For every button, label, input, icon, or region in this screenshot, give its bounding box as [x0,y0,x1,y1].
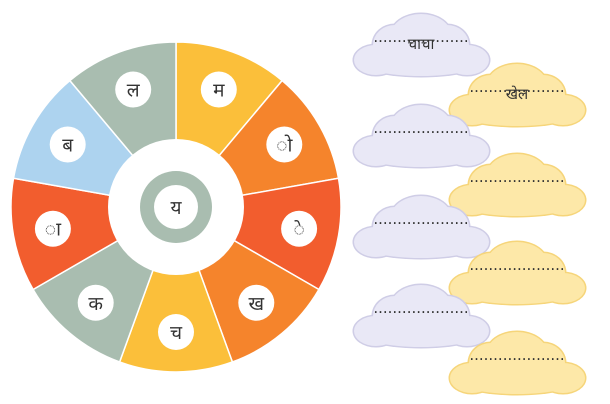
answer-dotted-line: .................... [373,28,468,46]
segment-letter: ख [249,293,265,315]
segment-letter-badge [158,314,194,350]
cloud: .................... [448,240,587,306]
segment-letter-badge [34,210,71,247]
answer-dotted-line: .................... [469,346,564,364]
segment-letter: ब [62,135,74,157]
cloud: .................... [448,330,587,396]
cloud: .................... [448,152,587,218]
cloud: ....................खेल [448,62,587,128]
segment-letter-badge [77,284,114,321]
cloud-word: खेल [506,85,529,103]
answer-dotted-line: .................... [373,119,468,137]
cloud: .................... [352,194,491,260]
cloud-word: चाचा [408,35,436,53]
segment-letter-badge [49,126,86,163]
answer-dotted-line: .................... [469,78,564,96]
cloud: .................... [352,283,491,349]
cloud: ....................चाचा [352,12,491,78]
segment-letter: च [170,322,183,344]
answer-dotted-line: .................... [373,210,468,228]
segment-letter: ल [127,80,141,102]
letter-wheel: मोे ख च का ब ल य [10,41,342,373]
answer-dotted-line: .................... [373,299,468,317]
segment-letter: ा [45,219,62,241]
segment-letter-badge [238,284,275,321]
segment-letter-badge [200,71,237,108]
answer-dotted-line: .................... [469,256,564,274]
segment-letter-badge [266,126,303,163]
answer-dotted-line: .................... [469,168,564,186]
segment-letter-badge [281,210,318,247]
segment-letter: म [213,80,225,102]
word-clouds: ....................चाचा................… [352,12,587,396]
cloud: .................... [352,103,491,169]
hub-inner-circle [154,185,198,229]
center-letter: य [170,197,182,219]
wheel-segment [118,204,234,373]
segment-letter: ो [276,134,293,157]
segment-letter: क [88,293,103,315]
segment-letter-badge [115,71,152,108]
segment-letter: े [293,219,304,241]
